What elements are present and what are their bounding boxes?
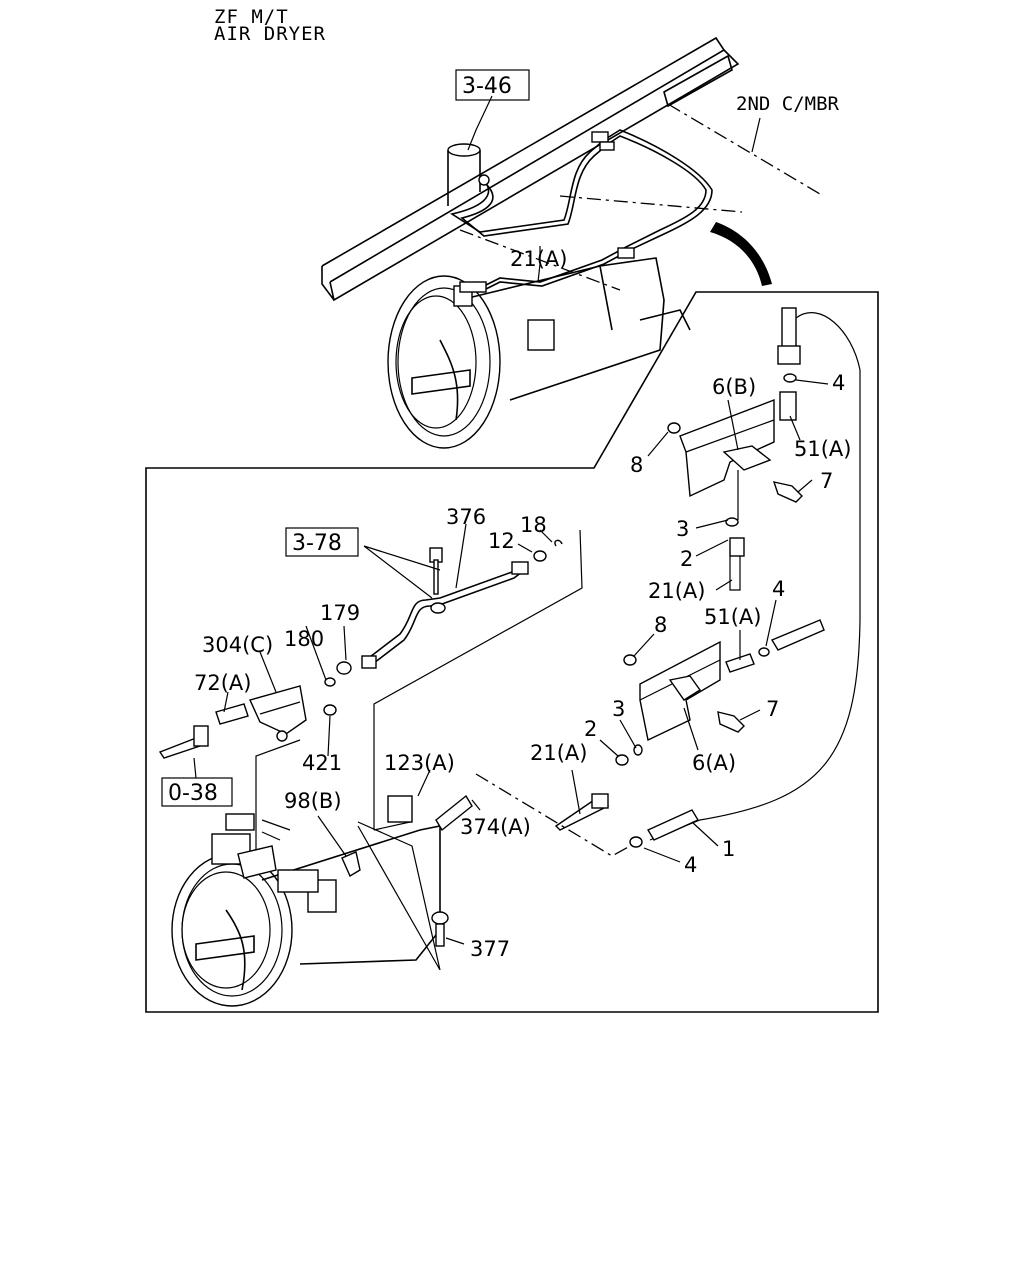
ref-3-78-label[interactable]: 3-78 xyxy=(292,531,342,556)
leader-lines-top xyxy=(467,95,761,283)
callout-421: 421 xyxy=(302,751,342,775)
callout-21a-low: 21(A) xyxy=(530,741,587,765)
lower-bracket-assembly xyxy=(554,619,825,848)
pipe-376 xyxy=(361,529,583,831)
callout-4-low: 4 xyxy=(684,853,697,877)
diagram-title-line-1: ZF M/T xyxy=(214,6,289,28)
callout-304c: 304(C) xyxy=(202,633,273,657)
callout-18: 18 xyxy=(520,513,547,537)
bracket-304c xyxy=(158,661,352,880)
leader-lines-detail xyxy=(193,379,829,971)
callout-179: 179 xyxy=(320,601,360,625)
callout-8-top: 8 xyxy=(630,453,643,477)
callout-6b: 6(B) xyxy=(712,375,756,399)
callout-7-mid: 7 xyxy=(766,697,779,721)
detail-frame xyxy=(145,291,879,1013)
callout-123a: 123(A) xyxy=(384,751,455,775)
frame-label: 2ND C/MBR xyxy=(736,93,840,115)
callout-3-mid: 3 xyxy=(612,697,625,721)
callout-377: 377 xyxy=(470,937,510,961)
ref-0-38-label[interactable]: 0-38 xyxy=(168,781,218,806)
callout-2-mid: 2 xyxy=(584,717,597,741)
callout-4-mid: 4 xyxy=(772,577,785,601)
transmission-overview xyxy=(387,257,691,449)
callout-6a: 6(A) xyxy=(692,751,736,775)
callout-21a-top: 21(A) xyxy=(510,247,567,271)
air-dryer-tank xyxy=(447,143,481,206)
frame-rail xyxy=(321,36,740,302)
transmission-detail xyxy=(171,794,473,1007)
air-pipe-top xyxy=(449,129,713,293)
callout-376: 376 xyxy=(446,505,486,529)
upper-bracket-assembly xyxy=(649,307,861,841)
callout-4-top: 4 xyxy=(832,371,845,395)
ref-box-3-46 xyxy=(455,69,530,101)
callout-3-top: 3 xyxy=(676,517,689,541)
ref-box-3-78 xyxy=(285,527,359,557)
detail-arrow xyxy=(710,222,772,286)
callout-51a-top: 51(A) xyxy=(794,437,851,461)
callout-72a: 72(A) xyxy=(194,671,251,695)
callout-374a: 374(A) xyxy=(460,815,531,839)
ref-3-46-label[interactable]: 3-46 xyxy=(462,74,512,99)
diagram-title-line-2: AIR DRYER xyxy=(214,23,326,45)
callout-2-top: 2 xyxy=(680,547,693,571)
callout-98b: 98(B) xyxy=(284,789,342,813)
ref-box-0-38 xyxy=(161,777,233,807)
callout-8-mid: 8 xyxy=(654,613,667,637)
callout-180: 180 xyxy=(284,627,324,651)
callout-21a-mid: 21(A) xyxy=(648,579,705,603)
callout-12: 12 xyxy=(488,529,515,553)
callout-7-top: 7 xyxy=(820,469,833,493)
callout-51a-mid: 51(A) xyxy=(704,605,761,629)
callout-1: 1 xyxy=(722,837,735,861)
